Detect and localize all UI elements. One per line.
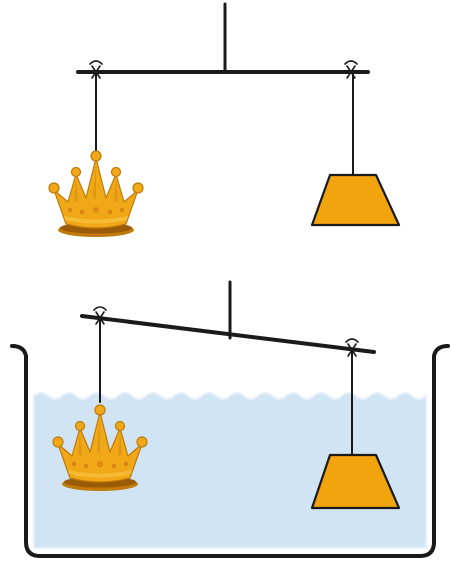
- top-balance: [49, 4, 399, 237]
- crown-icon: [49, 151, 143, 237]
- trapezoid-weight-icon: [312, 175, 399, 225]
- bottom-beam: [82, 316, 374, 352]
- top-right-knot: [345, 61, 357, 78]
